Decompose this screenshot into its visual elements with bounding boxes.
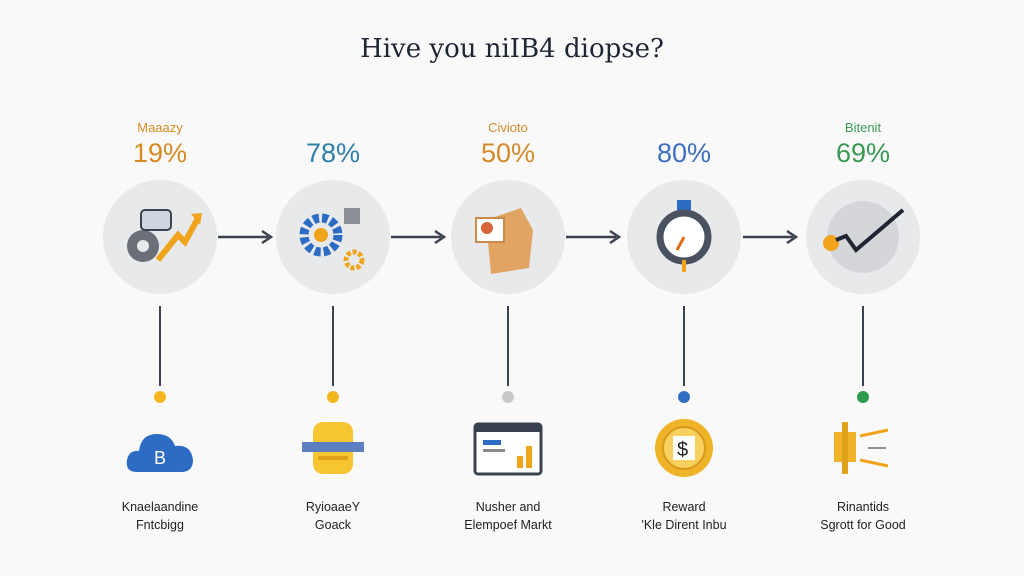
arrow-icon — [566, 229, 622, 245]
svg-text:$: $ — [677, 439, 688, 461]
step-circle — [451, 180, 565, 294]
step-circle — [276, 180, 390, 294]
caption-line: Knaelaandine — [121, 500, 199, 514]
step-dot — [502, 391, 514, 403]
gears-icon — [299, 208, 365, 271]
stopwatch-icon — [656, 200, 712, 272]
trend-check-icon — [823, 201, 905, 273]
step-label: Bitenit — [844, 120, 882, 135]
connector-line — [159, 306, 161, 386]
step-percent: 80% — [656, 138, 712, 168]
step-dot — [678, 391, 690, 403]
caption-line: RyioaaeY — [305, 500, 361, 514]
transfer-icon — [828, 418, 898, 478]
badge-icon — [298, 418, 368, 478]
dashboard-icon — [473, 418, 543, 478]
step-percent: 50% — [480, 138, 536, 168]
step-dot — [857, 391, 869, 403]
step-percent: 69% — [835, 138, 891, 168]
dollar-coin-icon: $ — [649, 418, 719, 478]
step-caption: RyioaaeY Goack — [243, 498, 423, 534]
step-dot — [154, 391, 166, 403]
arrow-icon — [743, 229, 799, 245]
step-label: Civioto — [488, 120, 528, 135]
step-2: 78% RyioaaeY Goack — [243, 0, 423, 576]
step-dot — [327, 391, 339, 403]
step-4: 80% $ Reward 'Kle Dirent Inbu — [594, 0, 774, 576]
page-title: Hive you niIB4 diopse? — [360, 34, 664, 64]
step-percent: 19% — [132, 138, 188, 168]
caption-line: Nusher and — [475, 500, 541, 514]
cloud-icon: B — [125, 418, 195, 478]
connector-line — [683, 306, 685, 386]
caption-line: Reward — [662, 500, 706, 514]
caption-line: 'Kle Dirent Inbu — [641, 518, 727, 532]
caption-line: Elempoef Markt — [464, 518, 552, 532]
caption-line: Goack — [314, 518, 352, 532]
caption-line: Fntcbigg — [136, 518, 184, 532]
step-label: Maaazy — [137, 120, 183, 135]
arrow-icon — [391, 229, 447, 245]
gear-growth-icon — [127, 209, 202, 262]
caption-line: Sgrott for Good — [820, 518, 906, 532]
box-icon — [475, 208, 533, 274]
step-circle — [806, 180, 920, 294]
caption-line: Rinantids — [836, 500, 890, 514]
arrow-icon — [218, 229, 274, 245]
step-caption: Reward 'Kle Dirent Inbu — [594, 498, 774, 534]
connector-line — [862, 306, 864, 386]
svg-text:B: B — [154, 448, 166, 468]
step-percent: 78% — [305, 138, 361, 168]
connector-line — [332, 306, 334, 386]
step-circle — [627, 180, 741, 294]
connector-line — [507, 306, 509, 386]
step-circle — [103, 180, 217, 294]
